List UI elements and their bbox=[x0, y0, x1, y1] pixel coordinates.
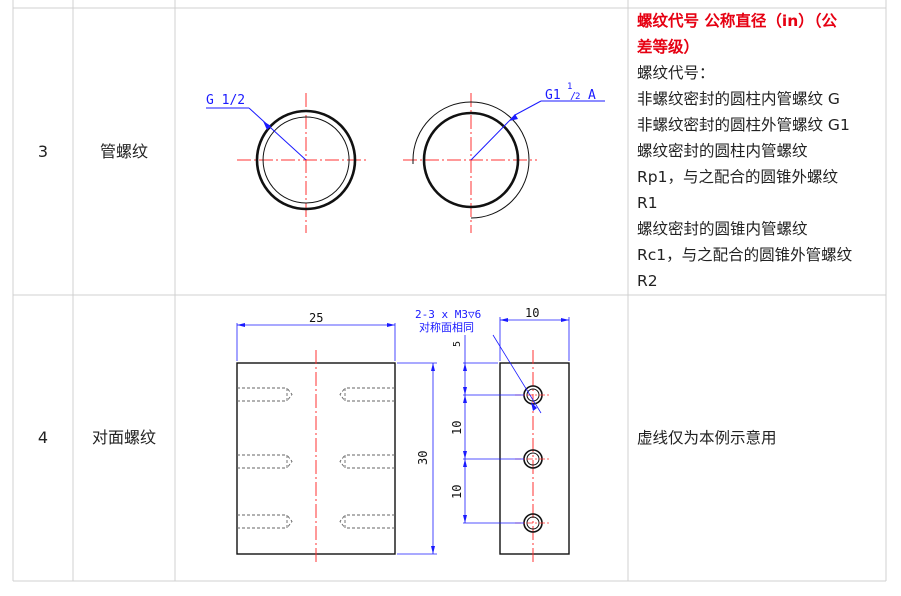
row-3-desc-line: 螺纹代号： bbox=[637, 64, 715, 82]
side-view: 10 5 10 10 2-3 x M3▽6 对称面相同 bbox=[415, 306, 570, 565]
pipe-thread-drawing: G 1/2 G1 1 / 2 A bbox=[206, 82, 605, 233]
dim-width-25: 25 bbox=[309, 311, 323, 325]
row-4-index: 4 bbox=[37, 428, 49, 447]
row-3-index: 3 bbox=[37, 142, 49, 161]
callout-thread-spec: 2-3 x M3▽6 bbox=[415, 308, 481, 321]
dim-pitch-10-a: 10 bbox=[450, 421, 464, 435]
row-3-desc-line: Rp1，与之配合的圆锥外螺纹 bbox=[637, 168, 838, 186]
row-3-desc-title-1: 螺纹代号 公称直径（in）（公 bbox=[637, 12, 837, 30]
label-g1-numerator: 1 bbox=[567, 82, 572, 92]
row-3-desc-line: 螺纹密封的圆锥内管螺纹 bbox=[637, 220, 808, 238]
label-g-half: G 1/2 bbox=[206, 93, 245, 108]
front-view: 25 30 bbox=[236, 311, 437, 565]
row-4-name: 对面螺纹 bbox=[91, 428, 156, 447]
row-3-desc-line: R2 bbox=[637, 272, 658, 290]
row-3-desc-line: 非螺纹密封的圆柱外管螺纹 G1 bbox=[637, 116, 850, 134]
label-g1-suffix: A bbox=[588, 88, 596, 103]
svg-text:/: / bbox=[570, 91, 576, 102]
row-3-desc-line: 螺纹密封的圆柱内管螺纹 bbox=[637, 142, 808, 160]
dim-height-30: 30 bbox=[416, 451, 430, 465]
label-g1-denominator: 2 bbox=[575, 92, 580, 102]
row-3-desc-title-2: 差等级） bbox=[637, 38, 700, 56]
internal-thread-view: G 1/2 bbox=[206, 93, 367, 233]
dim-side-width-10: 10 bbox=[525, 306, 539, 320]
row-3-description: 螺纹代号 公称直径（in）（公 差等级） 螺纹代号： 非螺纹密封的圆柱内管螺纹 … bbox=[637, 8, 887, 294]
row-3-desc-line: Rc1，与之配合的圆锥外管螺纹 bbox=[637, 246, 853, 264]
row-3-name: 管螺纹 bbox=[99, 142, 148, 161]
dim-top-5: 5 bbox=[452, 341, 463, 347]
callout-symmetric-note: 对称面相同 bbox=[419, 320, 474, 334]
external-thread-view: G1 1 / 2 A bbox=[403, 82, 605, 233]
dim-pitch-10-b: 10 bbox=[450, 485, 464, 499]
row-4-description: 虚线仅为本例示意用 bbox=[637, 429, 777, 447]
row-3-desc-line: 非螺纹密封的圆柱内管螺纹 G bbox=[637, 90, 840, 108]
opposite-thread-drawing: 25 30 10 bbox=[236, 306, 570, 565]
row-3-desc-line: R1 bbox=[637, 194, 658, 212]
label-g1-main: G1 bbox=[545, 88, 561, 103]
